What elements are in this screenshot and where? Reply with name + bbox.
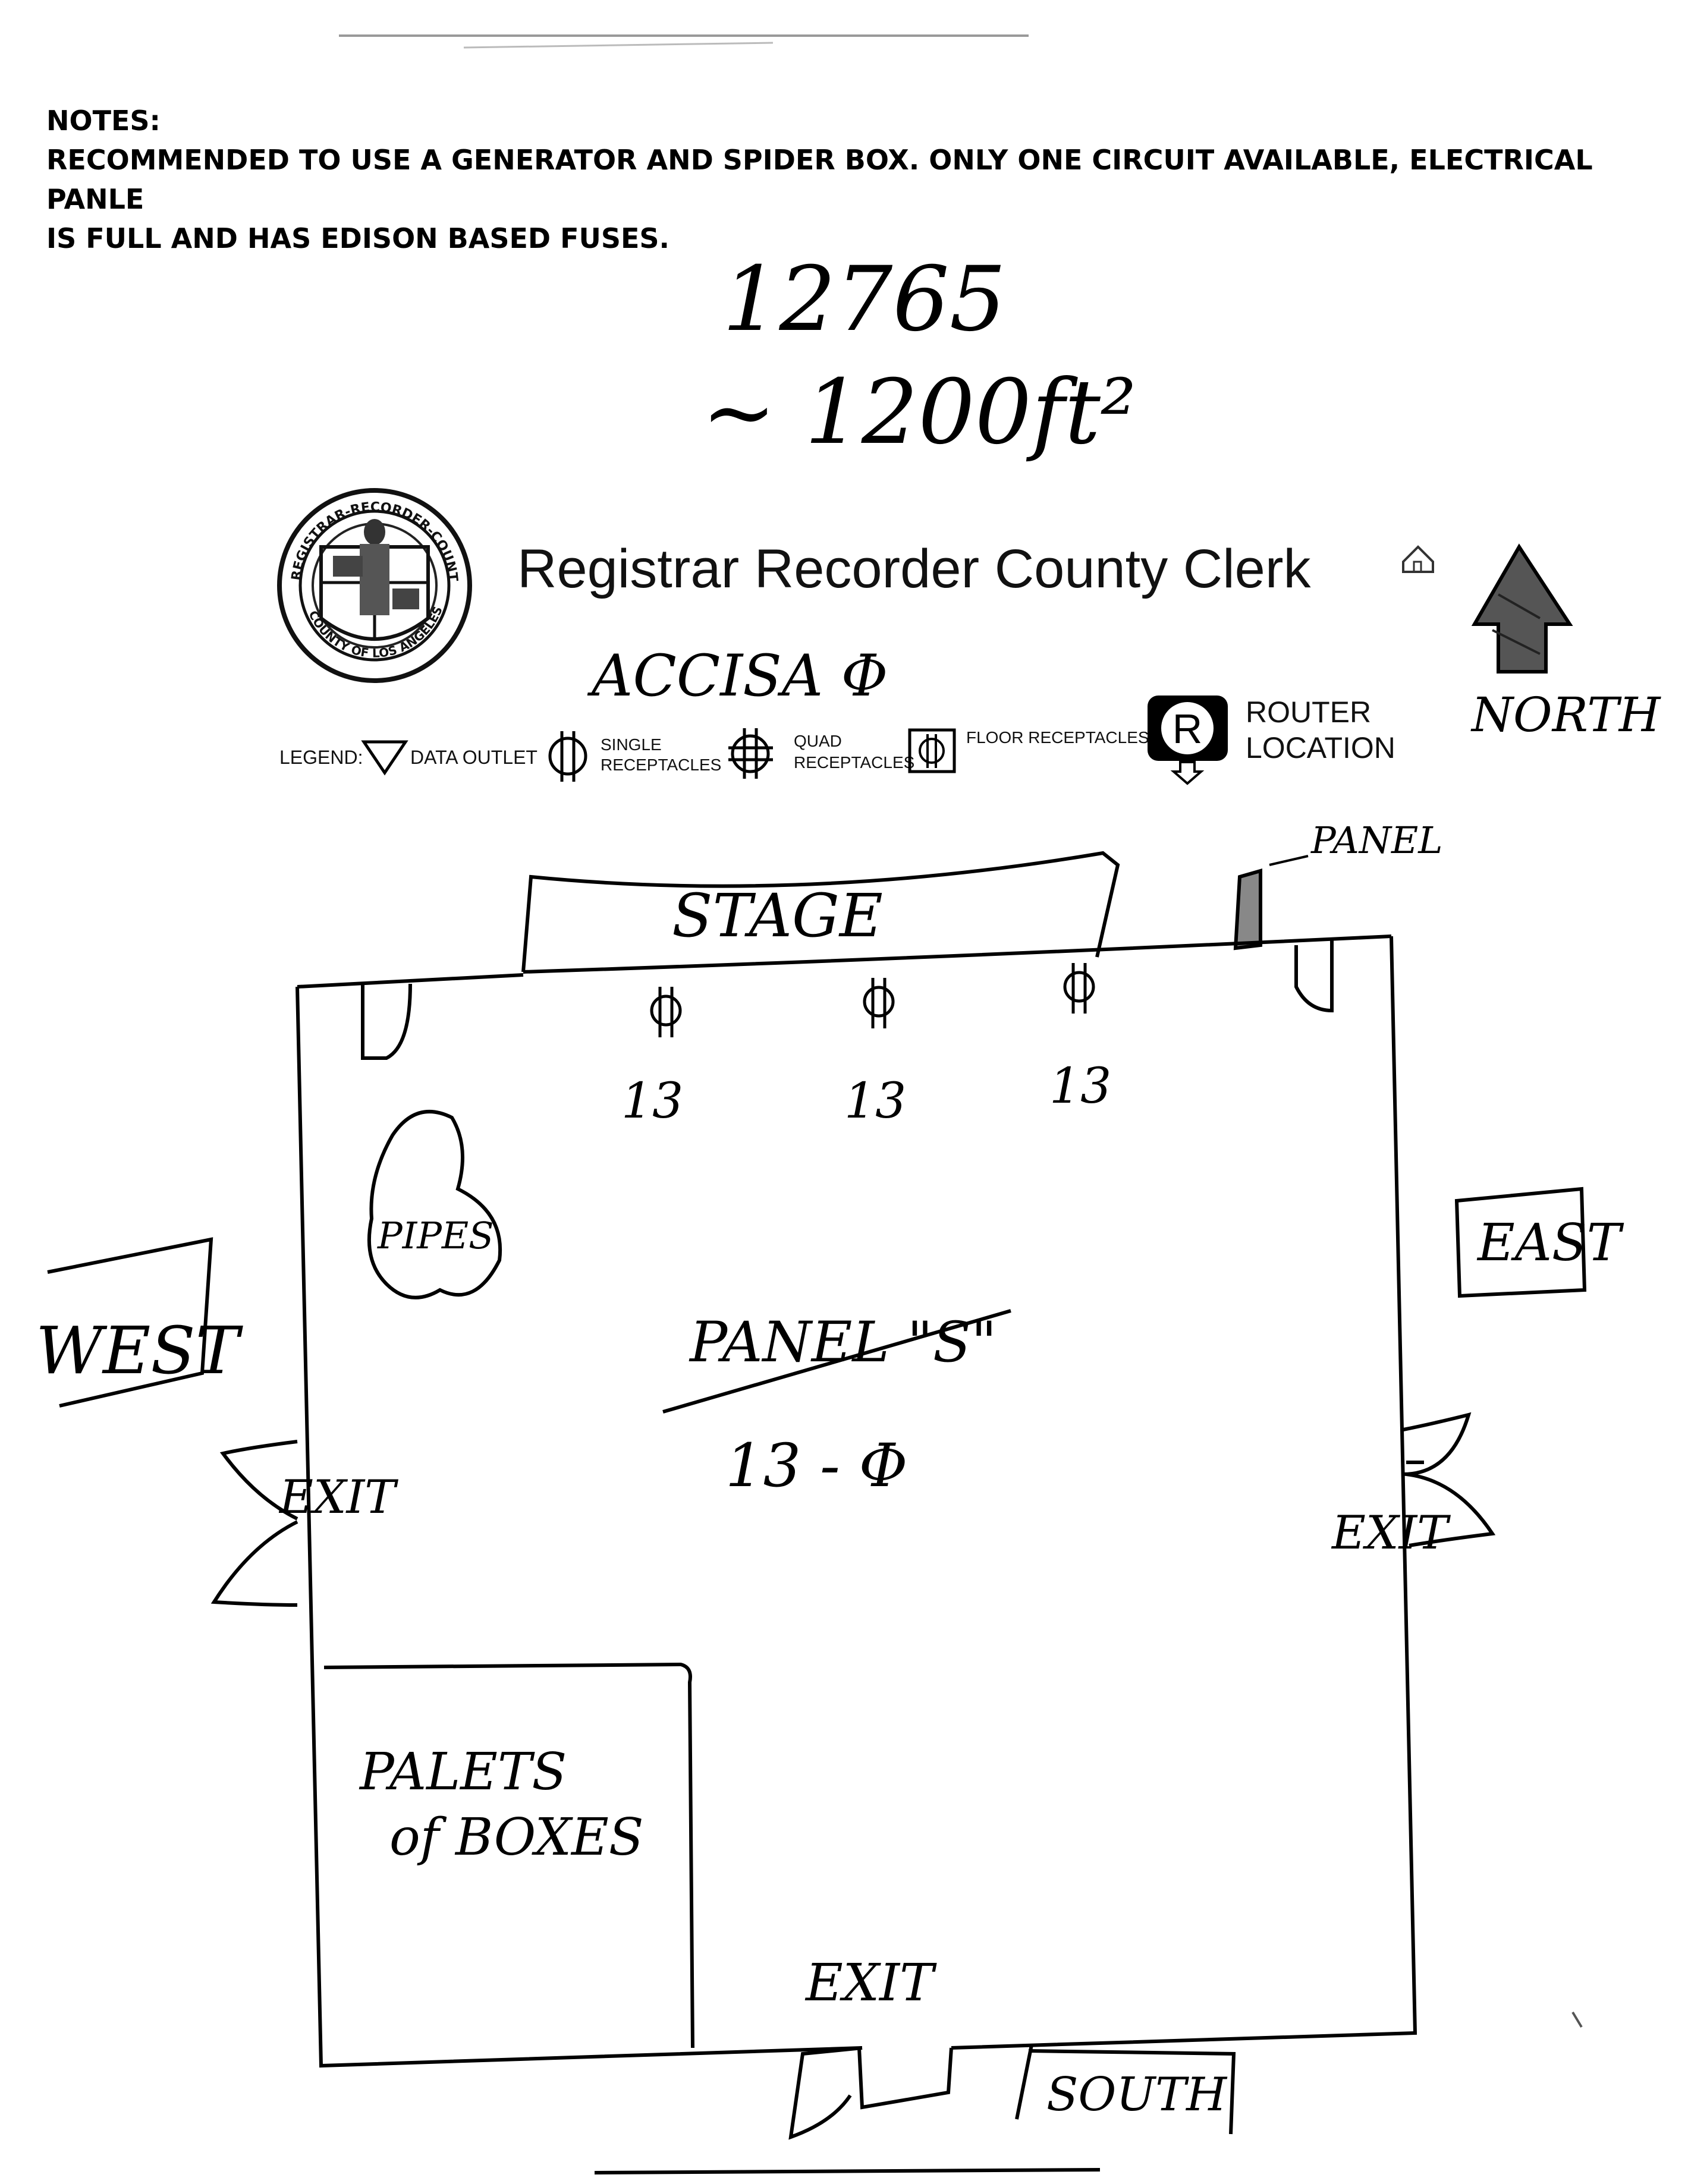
notes-line-1: RECOMMENDED TO USE A GENERATOR AND SPIDE… — [46, 144, 1593, 215]
floor-receptacle-icon — [908, 728, 956, 773]
legend-router-2: LOCATION — [1246, 731, 1395, 764]
west-label-box: WEST — [36, 1237, 244, 1408]
exit-east: EXIT — [1331, 1412, 1496, 1560]
north-label: NORTH — [1470, 687, 1662, 742]
stage: STAGE — [521, 851, 1120, 973]
scan-mark — [1571, 2011, 1583, 2028]
legend-data-outlet: DATA OUTLET — [410, 747, 537, 768]
west-label: WEST — [36, 1313, 244, 1389]
scan-line-top-2 — [463, 42, 774, 49]
notes-header: NOTES: — [46, 105, 161, 137]
acc-label: ACCISA Φ — [587, 643, 888, 709]
receptacle-label-1: 13 — [621, 1073, 683, 1129]
exit-south: EXIT — [788, 1953, 953, 2140]
receptacle-label-2: 13 — [844, 1073, 906, 1129]
handwritten-area: ~ 1200ft² — [702, 361, 1136, 464]
legend-router-1: ROUTER — [1246, 696, 1371, 729]
pallets-line-2: of BOXES — [389, 1808, 644, 1867]
legend-floor: FLOOR RECEPTACLES — [966, 728, 1149, 747]
legend: LEGEND: DATA OUTLET SINGLE RECEPTACLES Q… — [279, 696, 1395, 785]
scan-line-bottom — [594, 2168, 1101, 2174]
receptacle-3 — [1063, 963, 1095, 1014]
home-icon — [1402, 545, 1434, 573]
panel-s: PANEL "S" 13 - Φ — [662, 1309, 1011, 1500]
legend-quad-2: RECEPTACLES — [794, 753, 914, 772]
legend-single-1: SINGLE — [601, 735, 662, 754]
single-receptacle-icon — [548, 731, 587, 782]
pipes-label: PIPES — [377, 1214, 494, 1257]
north-arrow-icon — [1471, 543, 1573, 674]
pallets-line-1: PALETS — [359, 1742, 567, 1802]
legend-quad-1: QUAD — [794, 732, 842, 750]
east-label: EAST — [1476, 1213, 1624, 1273]
door-northeast — [1294, 939, 1334, 1013]
stage-label: STAGE — [672, 881, 883, 951]
panel-top-label: PANEL — [1310, 819, 1442, 862]
notes-block: NOTES: RECOMMENDED TO USE A GENERATOR AN… — [46, 101, 1652, 258]
county-seal-logo: REGISTRAR-RECORDER-COUNTY CLERK COUNTY O… — [0, 0, 472, 683]
panel-s-circuit: 13 - Φ — [725, 1431, 908, 1500]
quad-receptacle-icon — [728, 728, 773, 779]
panel-s-label: PANEL "S" — [689, 1310, 997, 1375]
exit-west: EXIT — [210, 1440, 398, 1607]
notes-line-2: IS FULL AND HAS EDISON BASED FUSES. — [46, 222, 670, 254]
pipes: PIPES — [367, 1110, 502, 1299]
legend-label: LEGEND: — [279, 747, 363, 768]
south-label-box: SOUTH — [1015, 2044, 1236, 2135]
handwritten-number: 12765 — [722, 248, 1006, 351]
pallets-area: PALETS of BOXES — [323, 1662, 694, 2048]
panel-top: PANEL — [1233, 819, 1442, 951]
receptacle-2 — [863, 978, 895, 1028]
svg-text:REGISTRAR-RECORDER-COUNTY CLER: REGISTRAR-RECORDER-COUNTY CLERK — [0, 0, 460, 583]
router-symbol: R — [1173, 706, 1203, 752]
router-icon: R — [1148, 696, 1228, 785]
room-walls — [296, 934, 1424, 2068]
seal-text-top: REGISTRAR-RECORDER-COUNTY CLERK — [0, 0, 460, 583]
legend-single-2: RECEPTACLES — [601, 756, 721, 774]
exit-south-label: EXIT — [804, 1953, 937, 2013]
east-label-box: EAST — [1454, 1187, 1624, 1298]
door-northwest — [361, 983, 412, 1060]
south-label: SOUTH — [1046, 2068, 1228, 2122]
receptacle-label-3: 13 — [1049, 1058, 1111, 1115]
exit-east-label: EXIT — [1331, 1506, 1451, 1560]
receptacle-1 — [650, 987, 682, 1037]
exit-west-label: EXIT — [278, 1471, 398, 1524]
page-title: Registrar Recorder County Clerk — [517, 539, 1311, 599]
data-outlet-icon — [361, 740, 408, 776]
